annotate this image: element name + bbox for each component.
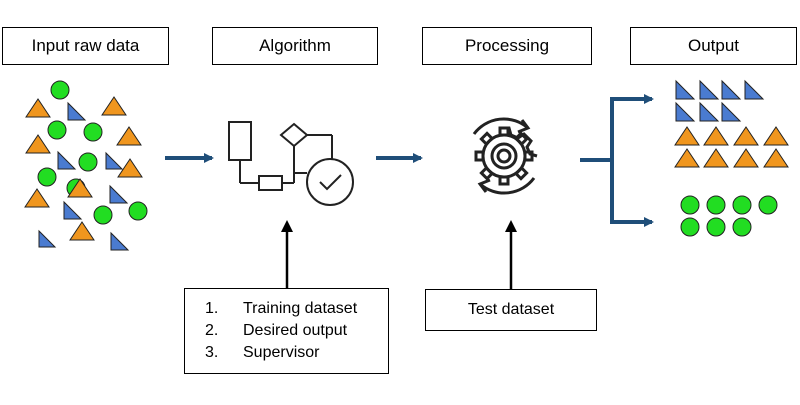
input-triangle-blue (38, 229, 57, 248)
list-item-number: 1. (205, 300, 219, 317)
list-item: 2. Desired output (205, 321, 347, 341)
input-circle (47, 120, 67, 140)
input-triangle-blue (110, 231, 130, 251)
output-green-circles (680, 195, 778, 237)
output-orange-triangles (674, 126, 789, 168)
supervision-box: 1. Training dataset 2. Desired output 3. Su… (184, 288, 389, 374)
input-circle (93, 205, 113, 225)
output-label: Output (630, 27, 797, 65)
input-triangle-orange (69, 221, 95, 241)
list-item: 1. Training dataset (205, 299, 357, 319)
input-triangle-orange (116, 126, 142, 146)
flowchart-check-icon (228, 121, 354, 206)
list-item-number: 2. (205, 322, 219, 339)
input-triangle-blue (105, 151, 124, 170)
input-triangle-orange (117, 158, 143, 178)
test-dataset-box: Test dataset (425, 289, 597, 331)
list-item-label: Training dataset (243, 300, 358, 317)
list-item: 3. Supervisor (205, 343, 319, 363)
input-shapes (24, 80, 148, 251)
input-circle (78, 152, 98, 172)
input-triangle-blue (57, 150, 77, 170)
input-triangle-blue (67, 101, 87, 121)
input-triangle-orange (67, 178, 93, 198)
input-triangle-orange (101, 96, 127, 116)
input-circle (83, 122, 103, 142)
input-circle (50, 80, 70, 100)
list-item-label: Supervisor (243, 344, 320, 361)
input-triangle-blue (109, 184, 129, 204)
list-item-label: Desired output (243, 322, 348, 339)
processing-to-output-arrow (580, 94, 654, 227)
output-blue-triangles (675, 79, 765, 122)
gear-cycle-icon (472, 117, 538, 195)
input-circle (37, 167, 57, 187)
processing-label: Processing (422, 27, 592, 65)
input-triangle-orange (25, 98, 51, 118)
input-triangle-orange (25, 134, 51, 154)
input-triangle-blue (63, 200, 83, 220)
input-triangle-orange (24, 188, 50, 208)
list-item-number: 3. (205, 344, 219, 361)
input-circle (128, 201, 148, 221)
algorithm-label: Algorithm (212, 27, 378, 65)
input-raw-data-label: Input raw data (2, 27, 169, 65)
